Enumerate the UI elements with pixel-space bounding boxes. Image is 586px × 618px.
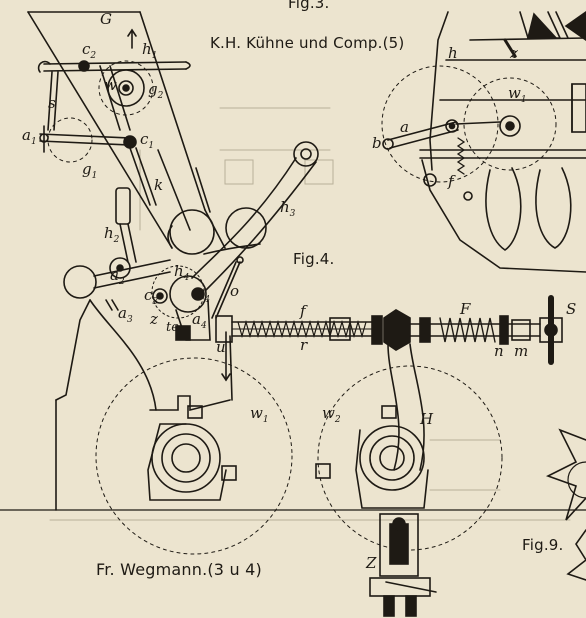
label-k: k [154,176,164,194]
label-H: H [420,410,434,428]
label-s: s [48,94,56,112]
figure-3-frame [381,11,586,273]
label-z: z [150,310,158,328]
label-g2: g2 [148,80,164,101]
wegmann-caption: Fr. Wegmann.(3 u 4) [96,560,262,579]
fig9-caption: Fig.9. [522,536,564,554]
label-fig3-b: b [372,134,382,152]
label-F: F [460,300,471,318]
label-fig3-a: a [400,118,409,136]
label-S: S [566,300,577,318]
fig3-caption: Fig.3. [288,0,330,12]
label-n: n [494,342,504,360]
label-h3: h3 [280,198,296,219]
label-fig3-w1: w1 [508,84,527,105]
label-u: u [216,338,226,356]
label-w: w [104,76,117,94]
label-w1: w1 [250,404,269,425]
label-Z: Z [366,554,377,572]
label-fig3-f: f [448,172,454,190]
label-a4: a4 [192,310,207,331]
label-h2: h2 [104,224,120,245]
label-r: r [300,336,308,354]
label-h4: h4 [174,262,190,283]
label-G: G [100,10,112,28]
label-te: te [166,320,179,335]
label-c1: c1 [140,130,155,151]
label-a1: a1 [22,126,37,147]
label-g1: g1 [82,160,98,181]
figure-9-star [545,428,586,581]
show-through-lines [49,107,571,521]
label-fig3-z: z [510,44,518,62]
kuehne-caption: K.H. Kühne und Comp.(5) [210,34,405,52]
figure-4-drive-mechanism [0,141,586,617]
label-c2: c2 [82,40,97,61]
label-m: m [514,342,529,360]
label-h1: h1 [142,40,158,61]
label-c3: c3 [144,286,159,307]
label-f: f [300,302,306,320]
label-a3: a3 [118,304,133,325]
label-o: o [230,282,240,300]
label-w2: w2 [322,404,341,425]
label-fig3-h: h [448,44,458,62]
label-c4: c4 [196,284,211,305]
fig4-caption: Fig.4. [293,250,335,268]
label-a2: a2 [110,266,125,287]
